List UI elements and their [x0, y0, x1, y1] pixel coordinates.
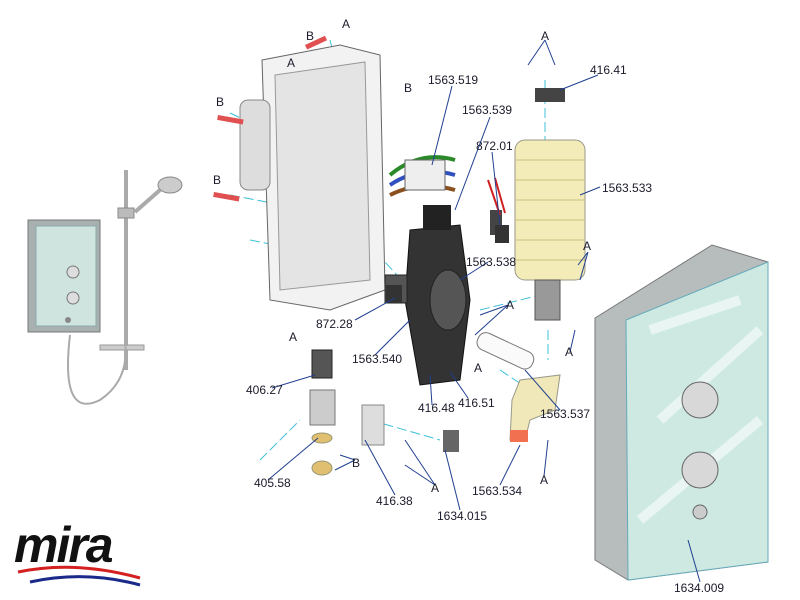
part-label: A: [342, 17, 351, 31]
part-label: 872.28: [316, 317, 353, 331]
part-label: 872.01: [476, 139, 513, 153]
valve-assembly: [384, 205, 502, 386]
part-label: 1563.519: [428, 73, 479, 87]
mira-logo: mira: [14, 517, 114, 573]
wall-plugs: [213, 35, 328, 202]
part-label: A: [289, 330, 298, 344]
part-label: B: [306, 29, 315, 43]
part-label: 416.48: [418, 401, 455, 415]
part-label: 1563.539: [462, 103, 513, 117]
part-label: 405.58: [254, 476, 291, 490]
terminal-block: [388, 155, 456, 197]
front-cover: [594, 244, 769, 581]
part-label: A: [541, 29, 550, 43]
part-label: A: [287, 56, 296, 70]
backplate: [239, 44, 386, 311]
part-label: B: [404, 81, 413, 95]
leader-lines: [267, 39, 701, 583]
part-label: A: [474, 361, 483, 375]
part-label: B: [216, 95, 225, 109]
part-label: 1634.009: [674, 581, 725, 595]
outlet-parts: [309, 332, 561, 476]
part-label: A: [506, 298, 515, 312]
part-label: 1563.538: [466, 255, 517, 269]
heater-can: [386, 88, 586, 321]
part-label: A: [583, 239, 592, 253]
logo-swoosh-blue: [29, 575, 141, 587]
part-label: 406.27: [246, 383, 283, 397]
part-label: A: [431, 481, 440, 495]
part-label: 416.41: [590, 63, 627, 77]
part-label: 1563.533: [602, 181, 653, 195]
part-label: 1634.015: [437, 509, 488, 523]
part-label: B: [213, 173, 222, 187]
part-label: A: [565, 345, 574, 359]
part-label: 1563.534: [472, 484, 523, 498]
part-label: 1563.537: [540, 407, 591, 421]
part-label: A: [540, 473, 549, 487]
part-label: 416.38: [376, 494, 413, 508]
part-label: B: [352, 456, 361, 470]
part-label: 416.51: [458, 396, 495, 410]
shower-thumbnail: [27, 170, 183, 405]
logo-swoosh-red: [17, 565, 141, 580]
part-label: 1563.540: [352, 352, 403, 366]
